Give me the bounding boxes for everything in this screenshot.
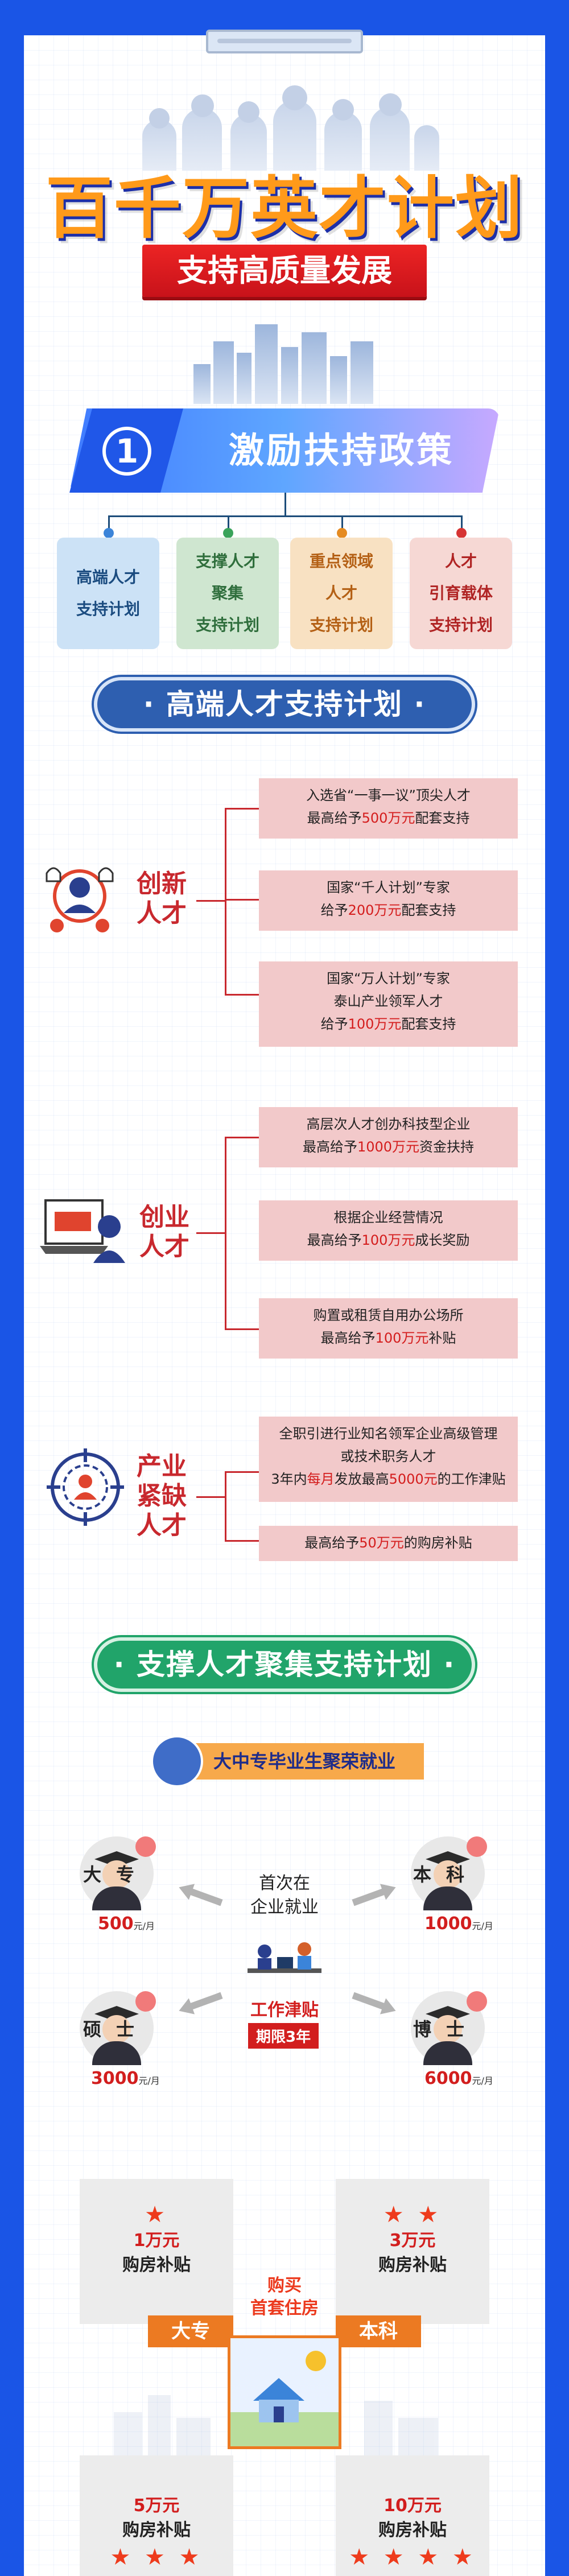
- avatar-junior-college: [80, 1836, 156, 1910]
- entrepreneur-talent-icon: [40, 1189, 131, 1274]
- degree-amount: 3000元/月: [91, 2069, 160, 2088]
- policy-box: 全职引进行业知名领军企业高级管理 或技术职务人才 3年内每月发放最高5000元的…: [259, 1417, 518, 1502]
- degree-label: 硕士: [83, 2018, 150, 2040]
- degree-amount: 1000元/月: [424, 1914, 493, 1934]
- category-card-high-end: 高端人才支持计划: [57, 538, 159, 649]
- branch-line: [196, 1496, 225, 1498]
- branch-line: [225, 899, 259, 901]
- city-skyline: [188, 319, 381, 404]
- graduate-avatar-icon: [151, 1735, 203, 1787]
- branch-line: [196, 900, 225, 902]
- tree-connector: [228, 515, 229, 531]
- duration-badge: 期限3年: [248, 2023, 319, 2049]
- avatar-bachelor: [411, 1836, 487, 1910]
- branch-line: [196, 1232, 225, 1234]
- housing-card-master: 5万元 购房补贴 ★ ★ ★: [80, 2455, 233, 2576]
- branch-bracket: [225, 1137, 259, 1330]
- housing-card-junior-college: ★ 1万元 购房补贴: [80, 2179, 233, 2324]
- category-card-key-field: 重点领域人才支持计划: [290, 538, 393, 649]
- policy-box: 国家“万人计划”专家 泰山产业领军人才 给予100万元配套支持: [259, 961, 518, 1047]
- housing-degree-label: 本科: [336, 2315, 421, 2347]
- stars-icon: ★: [145, 2202, 168, 2228]
- degree-label: 博士: [413, 2018, 480, 2040]
- tree-dot: [104, 528, 114, 538]
- housing-card-bachelor: ★ ★ 3万元 购房补贴: [336, 2179, 489, 2324]
- tree-connector: [284, 493, 286, 515]
- work-allowance-text: 工作津贴: [250, 2000, 319, 2020]
- policy-box: 国家“千人计划”专家 给予200万元配套支持: [259, 870, 518, 931]
- support-heading: · 支撑人才聚集支持计划 ·: [94, 1637, 475, 1692]
- section-number: 1: [102, 427, 151, 476]
- policy-box: 根据企业经营情况 最高给予100万元成长奖励: [259, 1200, 518, 1261]
- category-card-carrier: 人才引育载体支持计划: [410, 538, 512, 649]
- policy-box: 最高给予50万元的购房补贴: [259, 1526, 518, 1561]
- section-title: 激励扶持政策: [228, 430, 454, 471]
- first-home-text: 购买首套住房: [250, 2276, 319, 2318]
- degree-label: 本科: [413, 1864, 480, 1885]
- subtitle-ribbon: 支持高质量发展: [142, 245, 427, 297]
- branch-bracket: [225, 1471, 259, 1542]
- avatar-doctor: [411, 1991, 487, 2065]
- policy-box: 入选省“一事一议”顶尖人才 最高给予500万元配套支持: [259, 778, 518, 839]
- degree-amount: 6000元/月: [424, 2069, 493, 2088]
- tree-dot: [337, 528, 347, 538]
- office-workers-icon: [242, 1934, 327, 1991]
- house-icon: [228, 2335, 341, 2449]
- category-label-innovation: 创新人才: [137, 869, 187, 928]
- degree-amount: 500元/月: [98, 1914, 155, 1934]
- innovation-talent-icon: [34, 856, 125, 942]
- stars-icon: ★ ★: [383, 2202, 442, 2228]
- housing-card-doctor: 10万元 购房补贴 ★ ★ ★ ★: [336, 2455, 489, 2576]
- clipboard-clip: [206, 30, 363, 53]
- crowd-silhouette: [131, 85, 439, 171]
- category-label-entrepreneur: 创业人才: [139, 1203, 189, 1261]
- tree-connector: [341, 515, 343, 531]
- section-number-badge: 1: [69, 408, 183, 493]
- category-card-support: 支撑人才聚集支持计划: [176, 538, 279, 649]
- graduate-subheading-text: 大中专毕业生聚荣就业: [191, 1743, 424, 1780]
- category-label-shortage: 产业紧缺人才: [137, 1452, 187, 1540]
- tree-dot: [223, 528, 233, 538]
- graduate-subheading: 大中专毕业生聚荣就业: [151, 1735, 424, 1787]
- degree-label: 大专: [83, 1864, 150, 1885]
- tree-connector: [108, 515, 110, 531]
- policy-box: 购置或租赁自用办公场所 最高给予100万元补贴: [259, 1298, 518, 1359]
- target-talent-icon: [40, 1445, 131, 1530]
- tree-dot: [456, 528, 467, 538]
- tree-connector: [108, 515, 462, 517]
- section-banner: 1 激励扶持政策: [69, 408, 500, 493]
- branch-bracket: [225, 808, 259, 996]
- tree-connector: [461, 515, 463, 531]
- policy-box: 高层次人才创办科技型企业 最高给予1000万元资金扶持: [259, 1107, 518, 1167]
- high-end-heading: · 高端人才支持计划 ·: [94, 677, 475, 732]
- stars-icon: ★ ★ ★: [110, 2544, 203, 2570]
- main-title: 百千万英才计划: [45, 169, 523, 247]
- employment-text: 首次在企业就业: [250, 1873, 319, 1917]
- stars-icon: ★ ★ ★ ★: [349, 2544, 476, 2570]
- housing-degree-label: 大专: [148, 2315, 233, 2347]
- avatar-master: [80, 1991, 156, 2065]
